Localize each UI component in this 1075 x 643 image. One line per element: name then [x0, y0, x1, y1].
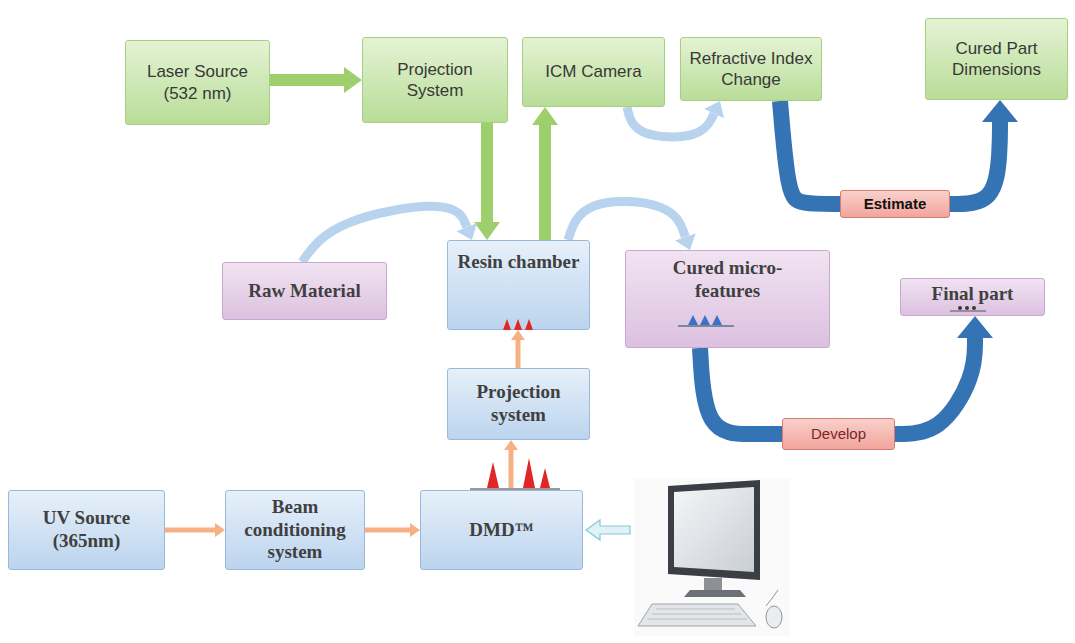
box-text: Raw Material	[248, 280, 360, 303]
source-box: UV Source (365nm)	[8, 490, 165, 570]
optics-box: Beam conditioning system	[225, 490, 365, 570]
mouse	[766, 606, 782, 628]
flow-arrow	[481, 123, 493, 222]
monitor-neck	[704, 578, 722, 590]
box-text: Cured Part Dimensions	[941, 38, 1053, 81]
box-text: Laser Source (532 nm)	[134, 61, 262, 104]
monitor-stand	[684, 590, 746, 597]
optics-box: Projection system	[447, 368, 590, 440]
step-label-box: Develop	[782, 418, 895, 450]
box-text: Estimate	[864, 195, 927, 213]
box-text: Develop	[811, 425, 866, 443]
mouse-cable	[766, 590, 778, 606]
flow-arrow	[539, 125, 551, 240]
computer-ground	[634, 478, 790, 636]
red-triangle	[487, 462, 499, 488]
box-text: Resin chamber	[458, 251, 580, 274]
process-box: ICM Camera	[522, 37, 665, 107]
flow-arrow	[270, 74, 344, 86]
material-box: Raw Material	[222, 262, 387, 320]
light-pattern	[487, 458, 550, 488]
flow-arrow	[165, 528, 215, 533]
box-text: Final part	[932, 283, 1014, 306]
box-text: UV Source (365nm)	[17, 507, 157, 553]
chamber-box: Resin chamber	[447, 240, 590, 330]
box-text: Refractive Index Change	[686, 48, 816, 91]
flow-arrow	[302, 206, 467, 262]
red-triangle	[523, 458, 535, 488]
flow-arrow	[895, 338, 975, 434]
computer-icon	[634, 478, 790, 636]
box-text: Beam conditioning system	[231, 496, 359, 564]
step-label-box: Estimate	[840, 190, 950, 218]
keyboard	[638, 604, 756, 626]
flow-arrow	[365, 528, 410, 533]
keyboard-rows	[647, 609, 747, 619]
flow-arrow	[568, 202, 685, 240]
process-box: Refractive Index Change	[680, 37, 822, 101]
box-text: ICM Camera	[545, 61, 641, 82]
control-arrow	[586, 520, 630, 540]
flow-arrow	[627, 107, 714, 137]
box-text: Projection System	[380, 59, 490, 102]
flow-arrow	[780, 101, 840, 204]
result-box: Cured Part Dimensions	[925, 18, 1068, 100]
monitor-screen	[674, 487, 754, 572]
device-box: DMD™	[420, 490, 583, 570]
box-text: DMD™	[469, 519, 533, 542]
flow-arrow	[950, 122, 1000, 204]
material-box: Final part	[900, 278, 1045, 316]
flow-arrow	[700, 348, 782, 434]
material-box: Cured micro-features	[625, 250, 830, 348]
process-box: Projection System	[362, 37, 508, 123]
flow-arrow	[509, 450, 514, 490]
source-box: Laser Source (532 nm)	[125, 40, 270, 125]
red-triangle	[540, 468, 550, 488]
monitor-frame	[668, 480, 760, 580]
box-text: Projection system	[454, 381, 584, 427]
flow-arrow	[516, 340, 521, 368]
box-text: Cured micro-features	[653, 257, 803, 303]
